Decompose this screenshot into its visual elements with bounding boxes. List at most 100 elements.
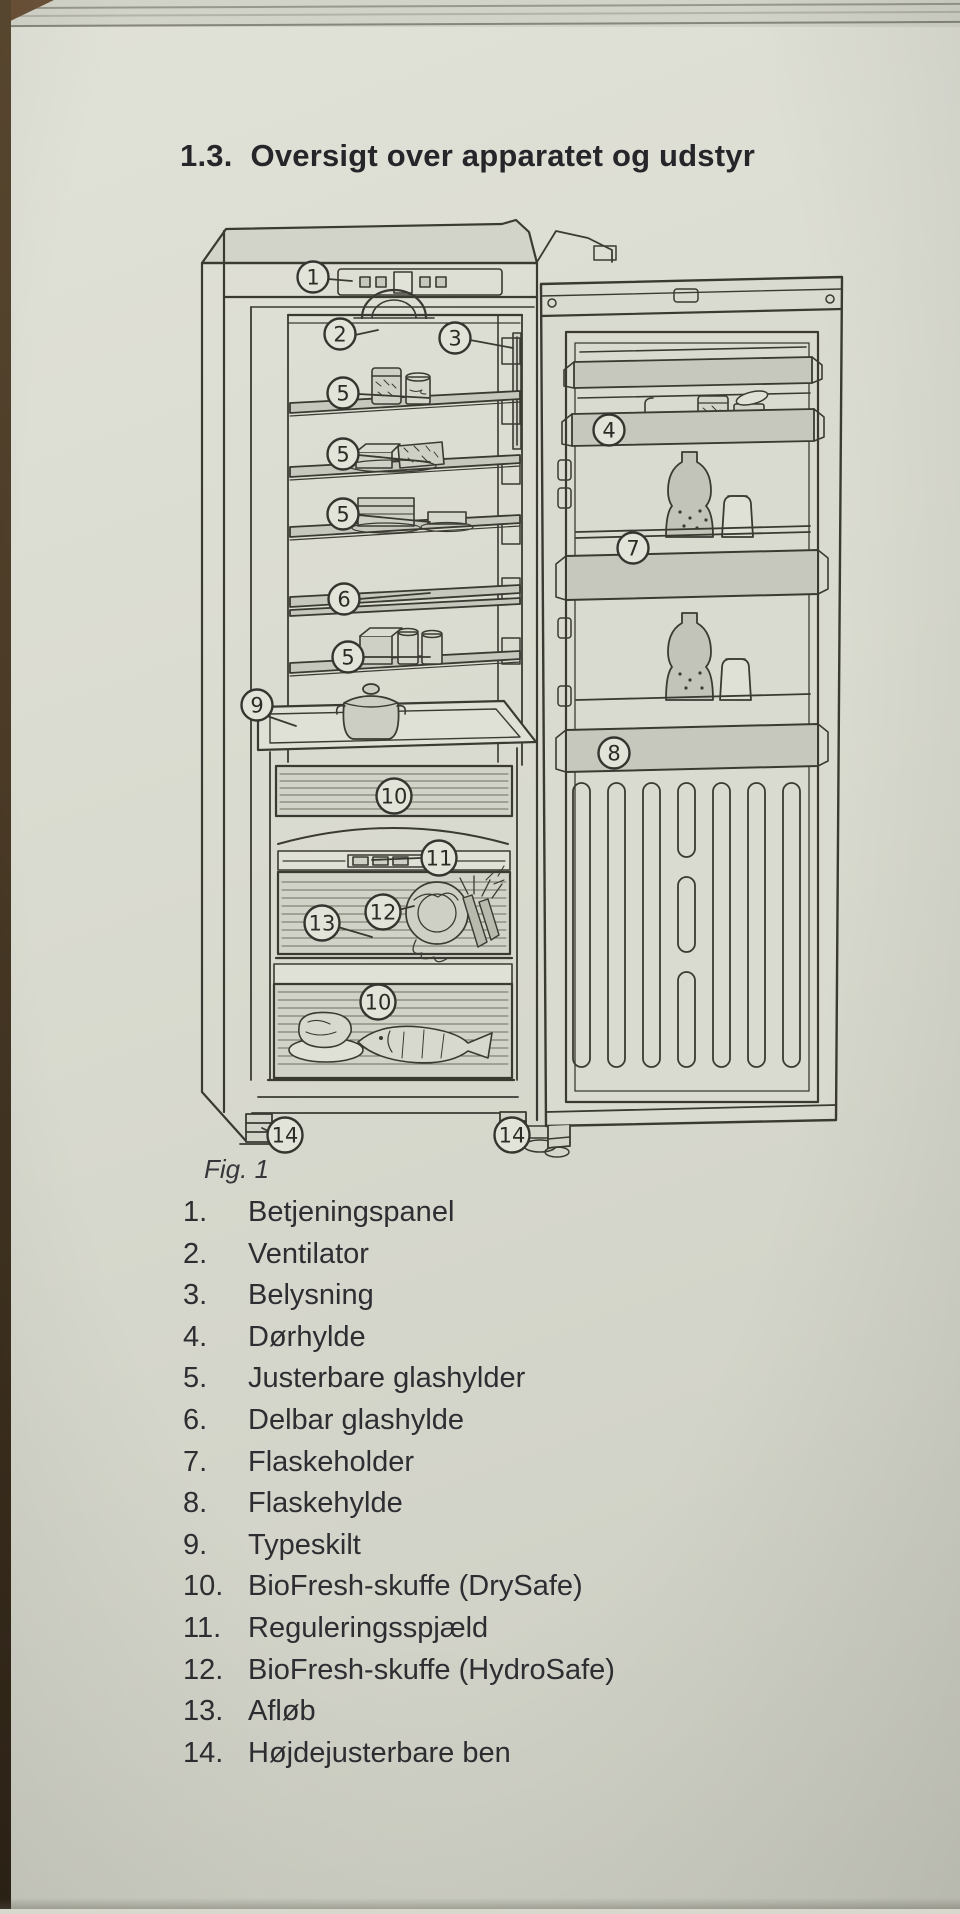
legend-item-label: Ventilator	[248, 1237, 369, 1270]
legend-item-label: Flaskehylde	[248, 1487, 403, 1520]
fan-icon	[353, 288, 435, 320]
callout-number: 2	[333, 323, 346, 347]
legend-item-label: Betjeningspanel	[248, 1196, 455, 1228]
callout-number: 9	[250, 694, 263, 718]
callout-circle	[303, 904, 341, 942]
legend-item-number: 2.	[183, 1237, 208, 1270]
callout-number: 8	[607, 742, 620, 766]
legend-item-label: Justerbare glashylder	[248, 1362, 526, 1395]
callout-number: 5	[341, 646, 354, 670]
vegetables	[405, 865, 505, 963]
callout-circle	[420, 839, 458, 877]
legend-item: 11. Reguleringsspjæld	[183, 1608, 615, 1650]
legend-item: 7. Flaskeholder	[183, 1442, 615, 1484]
control-panel	[337, 268, 503, 296]
legend-item-number: 4.	[183, 1320, 208, 1353]
callout-number: 12	[370, 901, 397, 925]
legend-item-label: Typeskilt	[248, 1528, 361, 1561]
callout-circle	[323, 317, 357, 351]
door-outline	[539, 275, 844, 1128]
callout-circle	[359, 983, 397, 1021]
legend-item-number: 7.	[183, 1445, 208, 1478]
callout-circle	[327, 582, 361, 616]
callout-number: 5	[336, 382, 349, 406]
section-title: Oversigt over apparatet og udstyr	[250, 138, 755, 173]
legend-item-label: Delbar glashylde	[248, 1403, 465, 1436]
section-number: 1.3.	[180, 138, 233, 173]
regulation-damper	[277, 850, 511, 871]
legend-item: 10. BioFresh-skuffe (DrySafe)	[183, 1566, 615, 1608]
legend-item-number: 3.	[183, 1279, 208, 1312]
table-background-left-edge	[0, 0, 11, 1909]
callout-circle	[616, 531, 650, 565]
callout-number: 5	[336, 443, 349, 467]
legend-list: 1. Betjeningspanel 2. Ventilator 3. Belysning…	[183, 1192, 615, 1774]
legend-item: 5. Justerbare glashylder	[183, 1358, 615, 1400]
callout-circle	[364, 893, 402, 931]
legend-item-label: Højdejusterbare ben	[248, 1736, 511, 1769]
callout-number: 4	[602, 419, 615, 443]
callout-leader-lines	[261, 278, 514, 1133]
legend-item-number: 5.	[183, 1362, 208, 1395]
legend-item: 14. Højdejusterbare ben	[183, 1733, 615, 1775]
callout-number: 11	[426, 847, 453, 871]
callout-circle	[438, 321, 472, 355]
section-heading: 1.3. Oversigt over apparatet og udstyr	[180, 138, 755, 174]
callout-number: 14	[499, 1124, 526, 1148]
top-hinge	[536, 230, 617, 263]
legend-item: 9. Typeskilt	[183, 1525, 615, 1567]
legend-item: 4. Dørhylde	[183, 1317, 615, 1359]
legend-item-number: 9.	[183, 1528, 208, 1561]
legend-item-label: Dørhylde	[248, 1320, 366, 1353]
callout-circle	[266, 1116, 304, 1154]
legend-item-label: Reguleringsspjæld	[248, 1611, 489, 1644]
cooking-pot	[335, 683, 407, 740]
legend-item-number: 11.	[183, 1611, 222, 1644]
door-ribbed-panel	[572, 782, 801, 1068]
callout-circle	[592, 413, 626, 447]
callout-number: 5	[336, 503, 349, 527]
stacked-sheet-edges	[0, 0, 960, 28]
legend-item: 3. Belysning	[183, 1275, 615, 1317]
legend-item-number: 14.	[183, 1736, 224, 1769]
legend-item: 12. BioFresh-skuffe (HydroSafe)	[183, 1650, 615, 1692]
meat-and-fish	[288, 1011, 493, 1064]
legend-item-number: 1.	[183, 1196, 208, 1228]
legend-item: 2. Ventilator	[183, 1234, 615, 1276]
callout-number: 7	[626, 537, 639, 561]
cabinet-plinth	[251, 1078, 521, 1114]
legend-item: 8. Flaskehylde	[183, 1483, 615, 1525]
callout-circle	[597, 736, 631, 770]
legend-item-label: Belysning	[248, 1279, 374, 1312]
legend-item-label: BioFresh-skuffe (HydroSafe)	[248, 1653, 615, 1686]
legend-item-label: Flaskeholder	[248, 1445, 415, 1478]
callout-number: 14	[272, 1124, 299, 1148]
legend-item: 6. Delbar glashylde	[183, 1400, 615, 1442]
biofresh-frame	[269, 747, 518, 1081]
legend-item-number: 12.	[183, 1653, 224, 1686]
callout-circle	[326, 376, 360, 410]
legend-item-number: 6.	[183, 1403, 208, 1436]
legend-item-label: BioFresh-skuffe (DrySafe)	[248, 1570, 583, 1603]
legend-item: 1. Betjeningspanel	[183, 1192, 615, 1234]
callout-number: 3	[448, 327, 461, 351]
callout-circle	[240, 688, 274, 722]
legend-item: 13.Afløb	[183, 1691, 615, 1733]
legend-item-number: 8.	[183, 1487, 208, 1520]
callout-circle	[326, 437, 360, 471]
callout-number: 10	[381, 785, 408, 809]
callout-number: 10	[365, 991, 392, 1015]
door-bottom	[544, 1104, 837, 1158]
callout-circle	[331, 640, 365, 674]
door-tray-top	[563, 346, 823, 389]
callout-number: 13	[309, 912, 336, 936]
callout-circle	[296, 260, 330, 294]
figure-caption: Fig. 1	[204, 1154, 270, 1184]
legend-item-number: 10.	[183, 1570, 224, 1603]
callout-circle	[493, 1116, 531, 1154]
photo-bottom-shadow	[0, 1898, 960, 1909]
door-tray-jars	[561, 390, 825, 447]
